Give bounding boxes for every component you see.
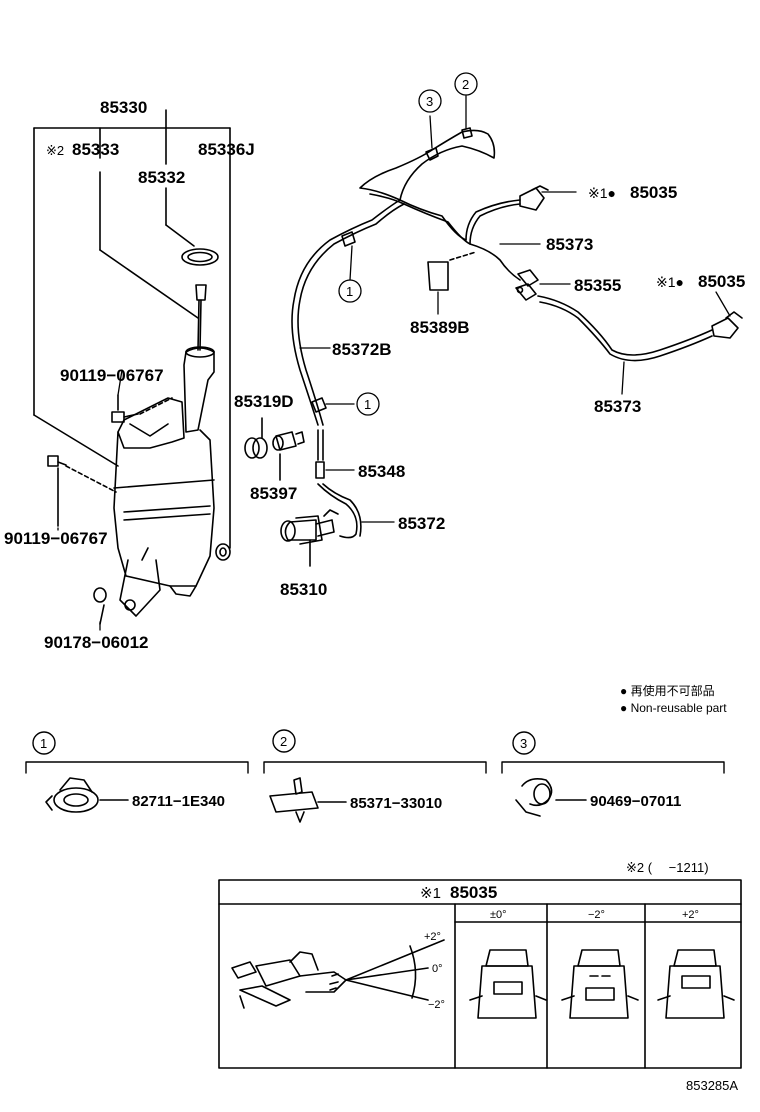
clip-2-icon [269,777,347,823]
washer-hose-icon [291,129,743,539]
filter-icon [272,431,305,481]
label-90178: 90178−06012 [44,633,148,652]
label-85336J: 85336J [198,140,255,159]
label-85035-a: 85035 [630,183,677,202]
label-85372B: 85372B [332,340,392,359]
clip-2-part: 85371−33010 [350,795,442,812]
nozzle-angle-table [218,879,742,1069]
legend-en: ● Non-reusable part [620,701,727,715]
washer-tank-icon [113,248,231,617]
clip-3-number: 3 [520,736,527,751]
clip-1-icon [45,777,129,813]
angle-plus: +2° [424,931,441,943]
clip-3-part: 90469−07011 [590,793,681,810]
clip-2-number: 2 [280,734,287,749]
nozzle-front-view-icon [561,949,639,1019]
table-title-mark: ※1 [420,885,441,902]
label-85333-mark: ※2 [46,143,64,158]
bolt-icon [111,394,173,423]
nozzle-front-view-icon [657,949,735,1019]
callout-1: 1 [364,397,371,412]
legend-jp: ● 再使用不可部品 [620,683,715,698]
column-minus: −2° [588,909,605,921]
grommet-icon [93,587,107,625]
label-85035-a-mark: ※1● [588,185,616,201]
clip-row-labels: 1 2 3 82711−1E340 85371−33010 90469−0701… [40,734,681,812]
bolt-icon [47,455,117,527]
clip-3-icon [515,778,587,817]
legend: ● 再使用不可部品 ● Non-reusable part [620,683,727,715]
angle-zero: 0° [432,963,443,975]
label-85319D: 85319D [234,392,294,411]
callout-1: 1 [346,284,353,299]
label-85355: 85355 [574,276,621,295]
callout-circles [338,72,478,416]
label-85373-a: 85373 [546,235,593,254]
label-85330: 85330 [100,98,147,117]
label-85035-b-mark: ※1● [656,274,684,290]
pump-grommet-icon [244,417,268,459]
hose-clip-icon [311,127,473,413]
label-85372: 85372 [398,514,445,533]
nozzle-front-view-icon [469,949,547,1019]
label-85333: 85333 [72,140,119,159]
tank-assembly-bracket [33,109,231,549]
label-85397: 85397 [250,484,297,503]
table-labels: ※2 ( −1211) ※1 85035 ±0° −2° +2° +2° 0° … [420,860,709,1011]
label-pad-icon [427,251,477,291]
clip-1-number: 1 [40,736,47,751]
washer-pump-icon [280,509,339,567]
label-90119-a: 90119−06767 [60,366,164,385]
leader-lines [57,95,731,631]
label-85348: 85348 [358,462,405,481]
table-title: 85035 [450,883,497,902]
label-90119-b: 90119−06767 [4,529,108,548]
table-note: ※2 ( −1211) [626,860,709,875]
angle-minus: −2° [428,999,445,1011]
label-85332: 85332 [138,168,185,187]
figure-code: 853285A [686,1078,738,1093]
callout-2: 2 [462,77,469,92]
clip-detail-brackets [25,729,725,774]
label-85389B: 85389B [410,318,470,337]
label-85373-b: 85373 [594,397,641,416]
clip-1-part: 82711−1E340 [132,793,225,810]
column-plus: +2° [682,909,699,921]
label-85035-b: 85035 [698,272,745,291]
part-labels: 85330 ※2 85333 85336J 85332 90119−06767 … [4,77,745,652]
column-zero: ±0° [490,909,507,921]
label-85310: 85310 [280,580,327,599]
nozzle-side-view-icon [231,939,445,1009]
callout-3: 3 [426,94,433,109]
